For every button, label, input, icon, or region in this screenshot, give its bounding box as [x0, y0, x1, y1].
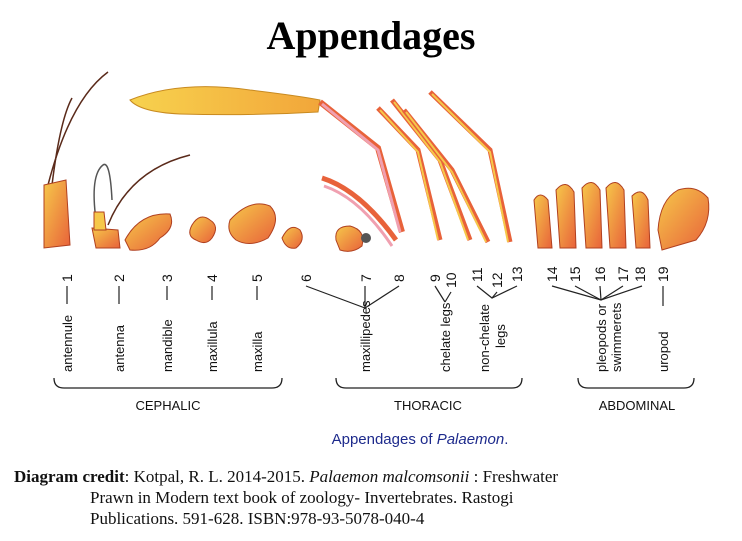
- number-12: 12: [489, 272, 505, 288]
- number-18: 18: [632, 266, 648, 282]
- caption-prefix: Appendages of: [332, 431, 437, 448]
- slide-title: Appendages: [266, 13, 476, 58]
- number-14: 14: [544, 266, 560, 282]
- label-chelate-legs: chelate legs: [438, 302, 453, 372]
- label-uropod: uropod: [656, 332, 671, 372]
- figure-caption: Appendages of Palaemon.: [332, 431, 509, 448]
- caption-suffix: .: [504, 431, 508, 448]
- number-13: 13: [509, 266, 525, 282]
- maxilliped-3-drawing: [321, 175, 399, 247]
- label-antennule: antennule: [60, 315, 75, 372]
- number-7: 7: [358, 274, 374, 282]
- number-15: 15: [567, 266, 583, 282]
- number-17: 17: [615, 266, 631, 282]
- label-antenna: antenna: [112, 324, 127, 372]
- appendages-diagram: 1 2 3 4 5 6 7 8 9 10 11 12 13 14 15 16 1…: [43, 71, 710, 448]
- number-19: 19: [655, 266, 671, 282]
- maxilliped-1-drawing: [281, 226, 303, 249]
- number-6: 6: [298, 274, 314, 282]
- number-10: 10: [443, 272, 459, 288]
- maxillula-drawing: [189, 216, 216, 244]
- credit-lead: Diagram credit: [14, 467, 125, 486]
- label-maxilla: maxilla: [250, 331, 265, 372]
- credit-line-3: Publications. 591-628. ISBN:978-93-5078-…: [90, 509, 425, 528]
- label-pleopods-line2: swimmerets: [609, 302, 624, 372]
- mandible-drawing: [124, 213, 173, 251]
- label-maxillipedes: maxillipedes: [358, 300, 373, 372]
- numbers: 1 2 3 4 5 6 7 8 9 10 11 12 13 14 15 16 1…: [59, 266, 671, 288]
- number-9: 9: [427, 274, 443, 282]
- number-5: 5: [249, 274, 265, 282]
- label-non-chelate-line2: legs: [493, 324, 508, 348]
- maxilliped-2-drawing: [335, 225, 371, 252]
- credit-text-1: : Kotpal, R. L. 2014-2015.: [124, 467, 310, 486]
- credit-species: Palaemon malcomsonii: [309, 467, 470, 486]
- non-chelate-legs-drawing: [390, 90, 513, 244]
- label-maxillula: maxillula: [205, 321, 220, 372]
- antennule-drawing: [43, 71, 109, 249]
- number-16: 16: [592, 266, 608, 282]
- label-pleopods-line1: pleopods or: [594, 303, 609, 372]
- chelate-legs-drawing: [129, 86, 443, 241]
- maxilla-drawing: [228, 203, 276, 244]
- number-1: 1: [59, 274, 75, 282]
- group-label-abdominal: ABDOMINAL: [599, 398, 676, 413]
- antenna-drawing: [91, 154, 191, 249]
- appendage-labels: antennule antenna mandible maxillula max…: [60, 300, 671, 372]
- diagram-credit: Diagram credit: Kotpal, R. L. 2014-2015.…: [14, 466, 729, 529]
- number-3: 3: [159, 274, 175, 282]
- number-4: 4: [204, 274, 220, 282]
- number-2: 2: [111, 274, 127, 282]
- pleopods-drawing: [533, 182, 651, 249]
- number-11: 11: [469, 267, 485, 282]
- leader-lines: [66, 285, 664, 309]
- uropod-drawing: [657, 187, 710, 251]
- label-non-chelate-line1: non-chelate: [477, 304, 492, 372]
- group-label-cephalic: CEPHALIC: [135, 398, 200, 413]
- label-mandible: mandible: [160, 319, 175, 372]
- group-braces: [53, 377, 695, 389]
- credit-line-2: Prawn in Modern text book of zoology- In…: [90, 488, 514, 507]
- caption-genus: Palaemon: [437, 431, 505, 448]
- number-8: 8: [391, 274, 407, 282]
- credit-text-2: : Freshwater: [469, 467, 559, 486]
- group-label-thoracic: THORACIC: [394, 398, 462, 413]
